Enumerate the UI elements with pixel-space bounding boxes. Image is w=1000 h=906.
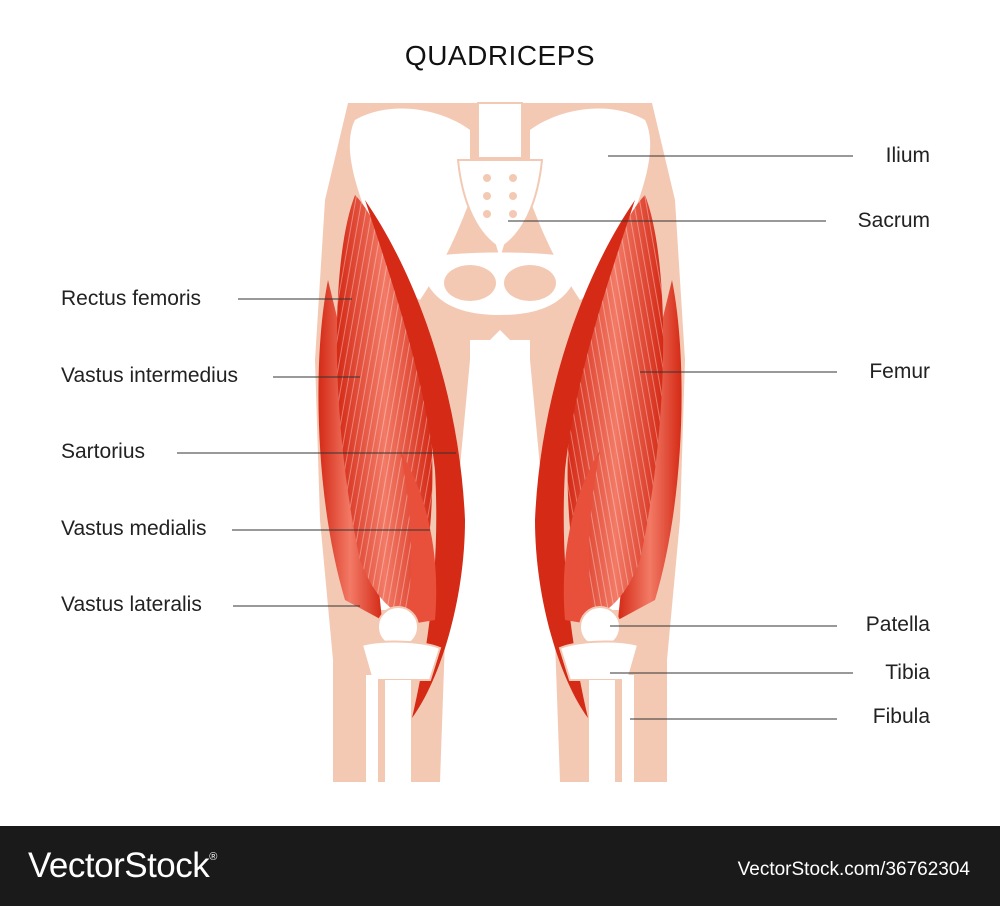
diagram-canvas: QUADRICEPS Rectus femoris Vastus interme… <box>0 0 1000 826</box>
label-sartorius: Sartorius <box>61 440 145 464</box>
label-fibula: Fibula <box>873 705 930 729</box>
label-vastus-lateralis: Vastus lateralis <box>61 593 202 617</box>
left-tibia <box>385 680 411 782</box>
label-patella: Patella <box>866 613 930 637</box>
label-ilium: Ilium <box>886 144 930 168</box>
vectorstock-logo: VectorStock® <box>28 846 217 886</box>
left-fibula <box>366 675 378 782</box>
right-tibia-head <box>560 642 638 680</box>
lumbar-vertebra <box>478 103 522 158</box>
brand-name: VectorStock <box>28 846 209 885</box>
label-vastus-medialis: Vastus medialis <box>61 517 207 541</box>
right-tibia <box>589 680 615 782</box>
left-tibia-head <box>362 642 440 680</box>
left-obturator <box>444 265 496 301</box>
diagram-title: QUADRICEPS <box>0 40 1000 72</box>
quadriceps-illustration <box>0 0 1000 826</box>
label-sacrum: Sacrum <box>858 209 930 233</box>
right-fibula <box>622 675 634 782</box>
crotch-gap <box>470 340 530 782</box>
right-obturator <box>504 265 556 301</box>
label-vastus-intermedius: Vastus intermedius <box>61 364 238 388</box>
label-rectus-femoris: Rectus femoris <box>61 287 201 311</box>
stock-image-url: VectorStock.com/36762304 <box>738 859 970 881</box>
registered-mark: ® <box>209 851 217 863</box>
label-tibia: Tibia <box>885 661 930 685</box>
label-femur: Femur <box>869 360 930 384</box>
watermark-footer: VectorStock® VectorStock.com/36762304 <box>0 826 1000 906</box>
